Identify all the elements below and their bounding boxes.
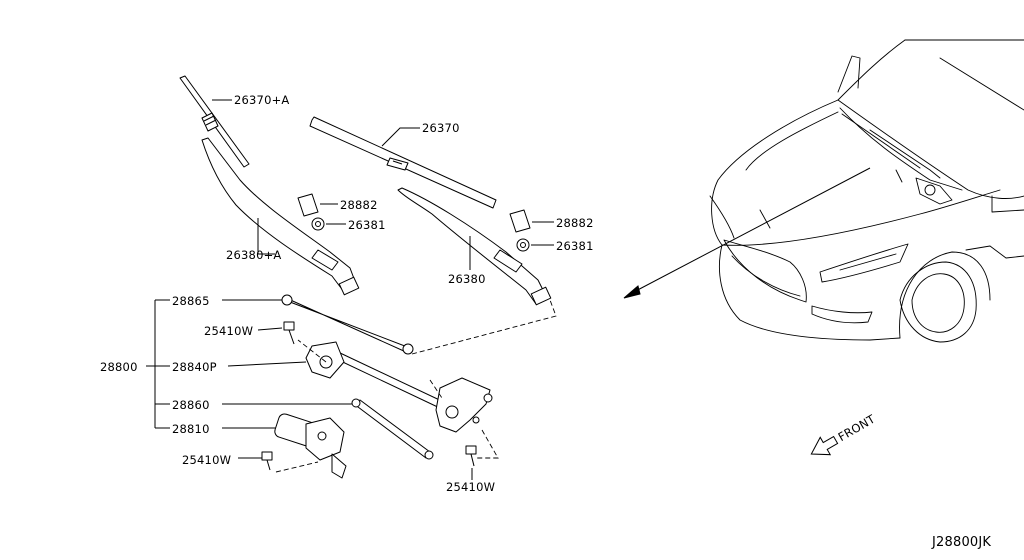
front-direction-icon: FRONT	[810, 411, 879, 456]
callout-arrow	[623, 167, 871, 299]
label-link-lower: 28860	[172, 398, 210, 412]
assembly-bracket	[146, 299, 170, 429]
link-rod-lower[interactable]	[351, 398, 434, 460]
pivot-cap-rh[interactable]	[509, 209, 531, 233]
vehicle-illustration	[709, 39, 1024, 343]
bolt-lower-right[interactable]	[465, 445, 477, 467]
bolt-lower-left[interactable]	[261, 451, 273, 471]
label-nut-lh: 26381	[348, 218, 386, 232]
diagram-code: J28800JK	[931, 535, 991, 550]
label-cap-rh: 28882	[556, 216, 594, 230]
label-bolt-lower-right: 25410W	[446, 480, 495, 494]
label-cap-lh: 28882	[340, 198, 378, 212]
label-blade-lh: 26370+A	[234, 93, 290, 107]
label-link-upper: 28865	[172, 294, 210, 308]
pivot-nut-rh[interactable]	[516, 238, 530, 252]
wiper-arm-rh[interactable]	[397, 187, 552, 306]
label-frame: 28840P	[172, 360, 217, 374]
wiper-frame[interactable]	[305, 341, 493, 433]
label-nut-rh: 26381	[556, 239, 594, 253]
wiper-blade-lh[interactable]	[179, 75, 250, 168]
wiper-arm-lh[interactable]	[201, 137, 360, 296]
label-bolt-upper: 25410W	[204, 324, 253, 338]
pivot-nut-lh[interactable]	[311, 217, 325, 231]
label-assembly: 28800	[100, 360, 138, 374]
label-blade-rh: 26370	[422, 121, 460, 135]
bolt-upper[interactable]	[283, 321, 295, 345]
pivot-cap-lh[interactable]	[297, 193, 319, 217]
label-arm-lh: 26380+A	[226, 248, 282, 262]
label-arm-rh: 26380	[448, 272, 486, 286]
label-bolt-lower-left: 25410W	[182, 453, 231, 467]
wiper-blade-rh[interactable]	[309, 116, 497, 209]
label-motor: 28810	[172, 422, 210, 436]
link-rod-upper[interactable]	[281, 294, 414, 355]
assembly-guides	[275, 299, 557, 473]
wiper-motor[interactable]	[273, 412, 347, 479]
front-label: FRONT	[836, 411, 879, 444]
